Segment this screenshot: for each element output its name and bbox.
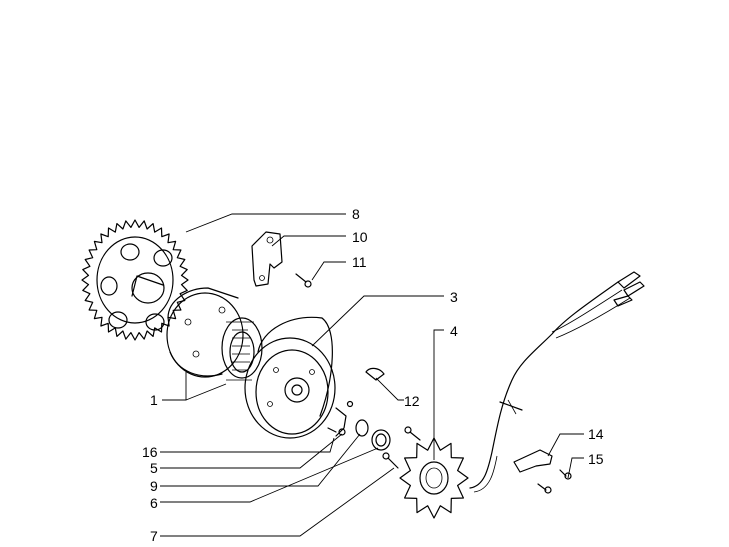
bracket-10 [251,231,283,287]
small-hardware [327,400,421,469]
leader-lines [160,213,584,537]
flywheel-rotor [244,316,336,439]
label-15: 15 [588,451,604,467]
part-labels: 8 10 11 3 4 12 1 14 15 16 5 9 6 7 [142,206,604,544]
label-14: 14 [588,426,604,442]
label-4: 4 [450,323,458,339]
label-9: 9 [150,478,158,494]
label-16: 16 [142,444,158,460]
label-1: 1 [150,392,158,408]
wiring-harness [469,271,645,493]
screw-15 [537,469,572,494]
label-7: 7 [150,528,158,544]
label-10: 10 [352,229,368,245]
clutch-housing [166,287,263,381]
screw-11 [295,273,312,288]
label-11: 11 [352,254,367,270]
woodruff-key [365,367,385,381]
label-3: 3 [450,289,458,305]
cable-clip-14 [513,449,553,473]
label-5: 5 [150,460,158,476]
stator [399,437,469,519]
label-8: 8 [352,206,360,222]
sprocket-gear [81,219,189,341]
label-12: 12 [404,393,420,409]
label-6: 6 [150,495,158,511]
